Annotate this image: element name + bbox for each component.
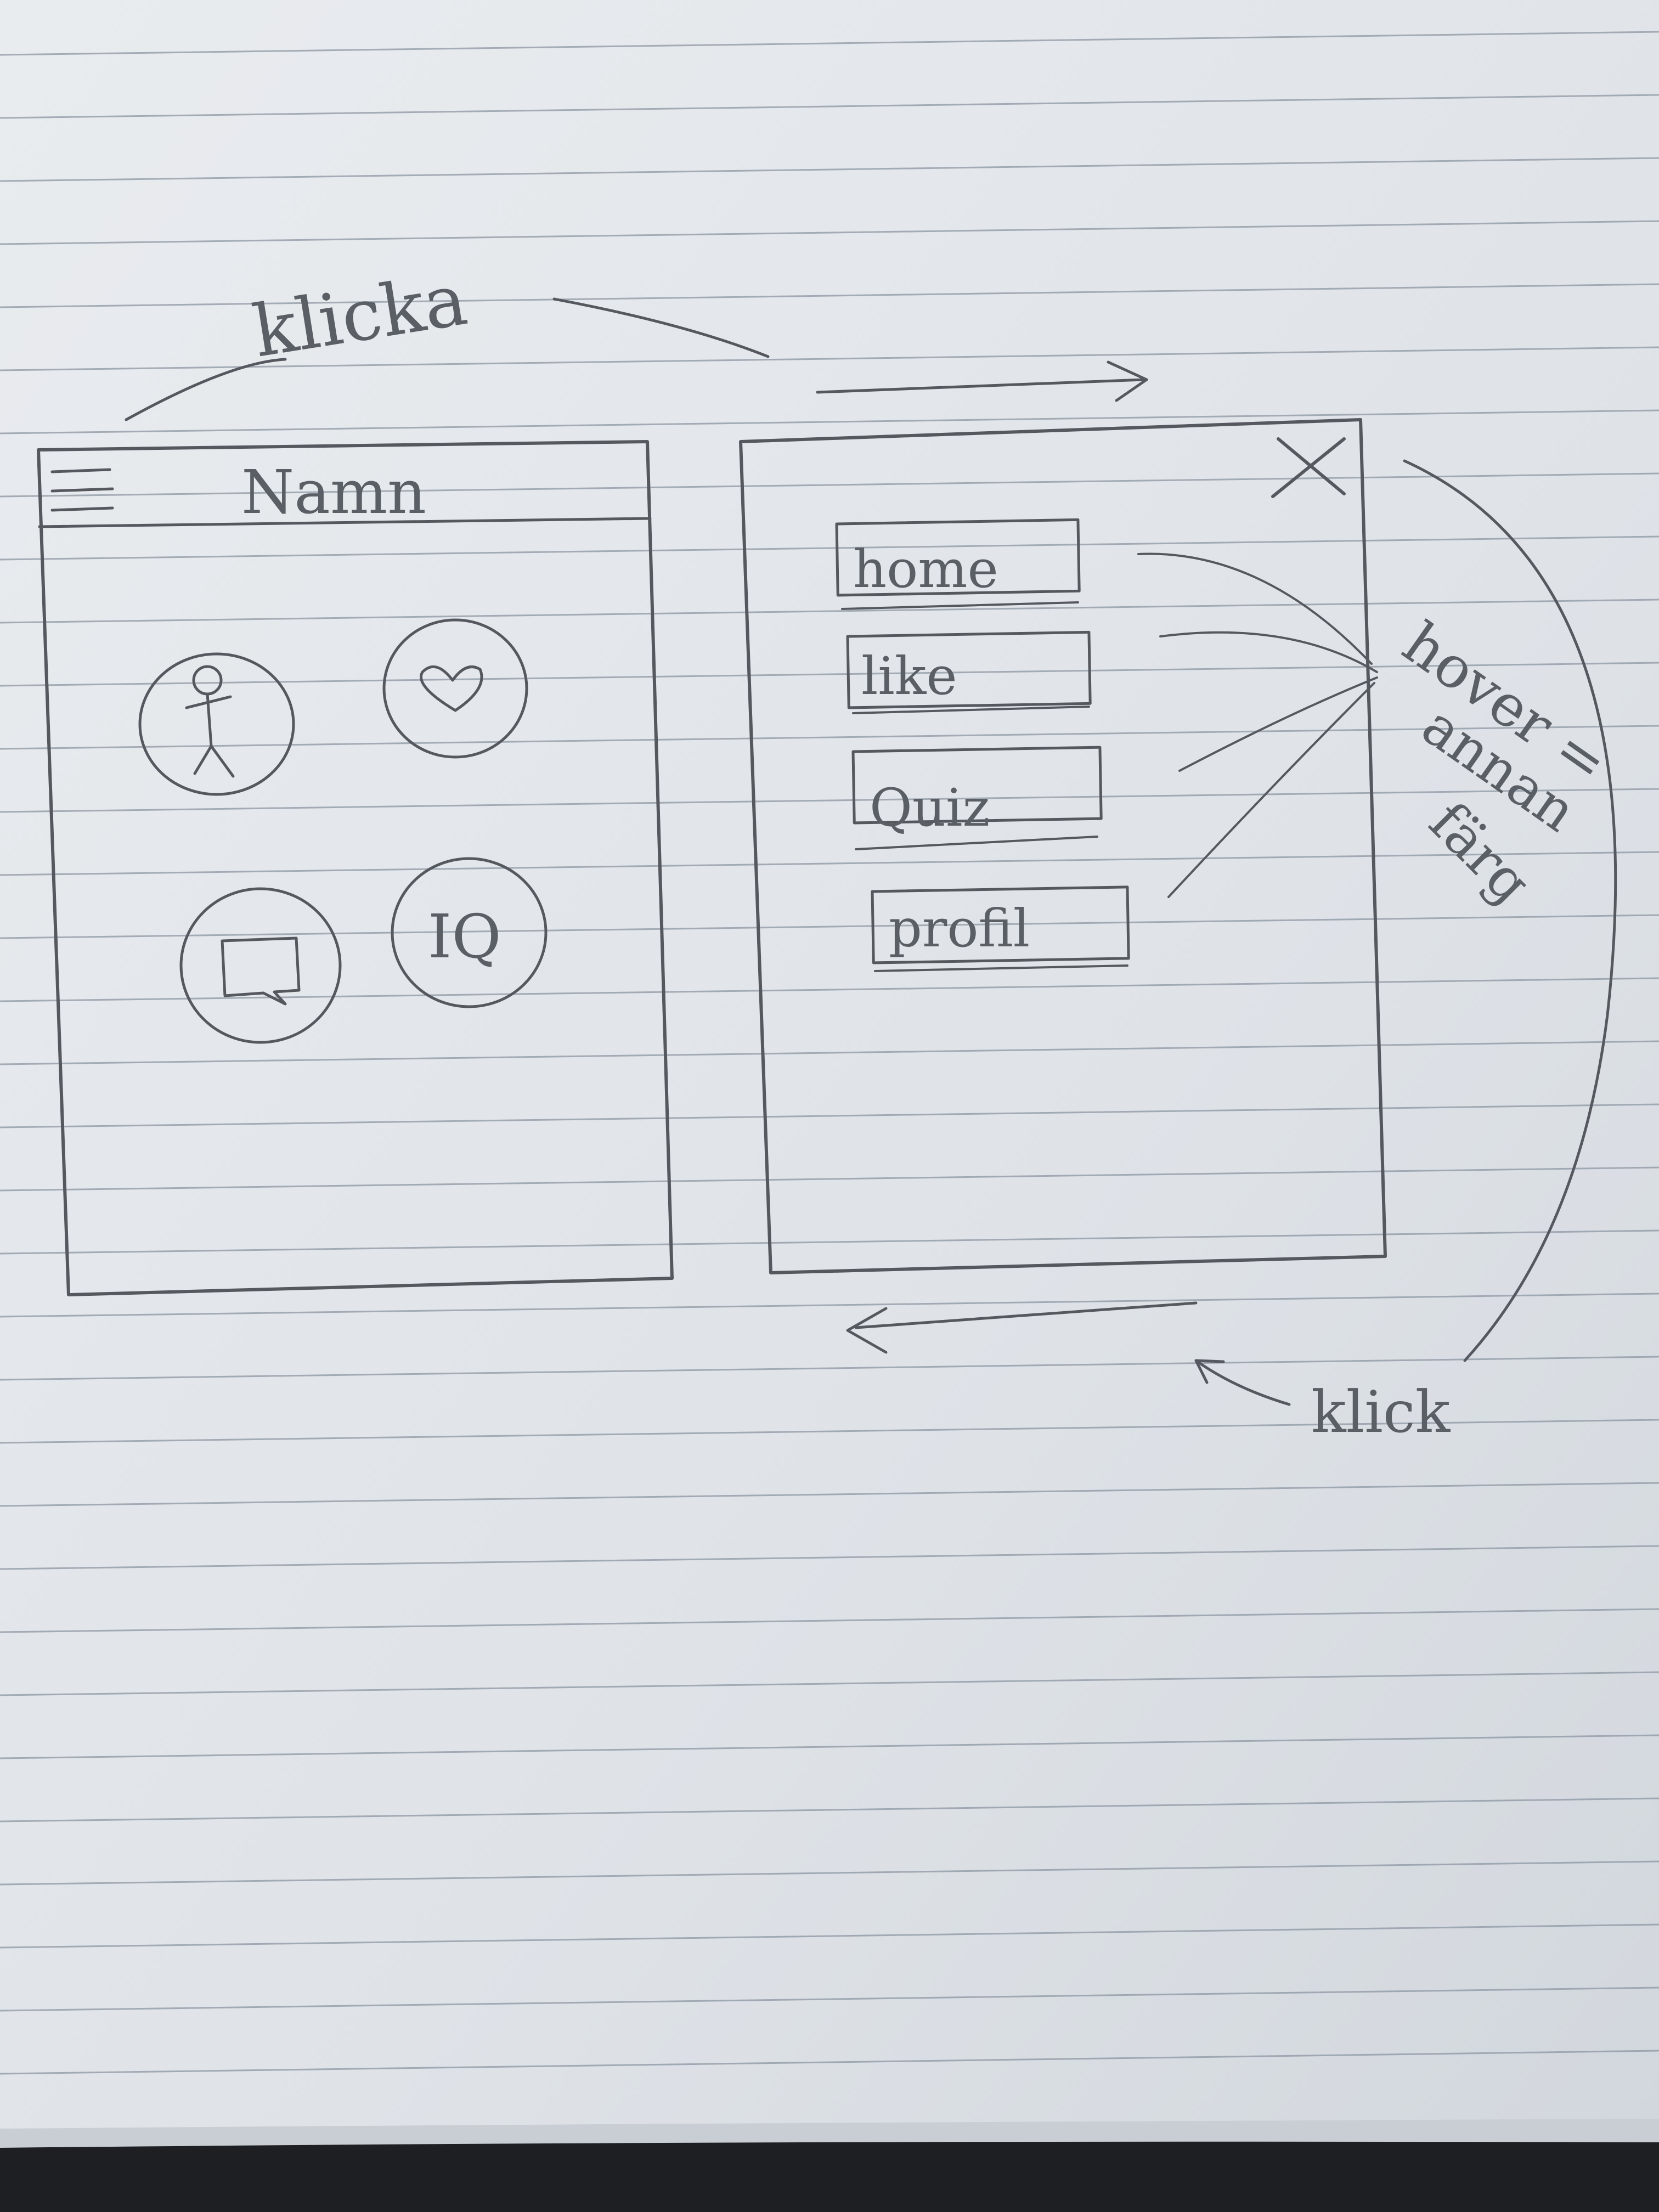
bottom-arrow: klick — [846, 459, 1617, 1446]
bottom-arrow-label: klick — [1311, 1379, 1451, 1446]
paper-edge — [0, 2119, 1659, 2148]
desk-background — [0, 2134, 1659, 2212]
ruled-lines — [0, 31, 1659, 2075]
ruled-line — [0, 1860, 1659, 1886]
ruled-line — [0, 1797, 1659, 1822]
heart-icon[interactable] — [382, 618, 528, 759]
ruled-line — [0, 220, 1659, 245]
ruled-line — [0, 1987, 1659, 2012]
ruled-line — [0, 409, 1659, 435]
iq-label: IQ — [428, 901, 501, 972]
menu-item-profil[interactable]: profil — [871, 885, 1130, 972]
menu-item-like[interactable]: like — [846, 630, 1092, 714]
ruled-line — [0, 94, 1659, 119]
ruled-line — [0, 1734, 1659, 1759]
ruled-line — [0, 2050, 1659, 2075]
ruled-line — [0, 599, 1659, 624]
hamburger-menu-icon[interactable] — [50, 468, 114, 512]
ruled-line — [0, 535, 1659, 561]
left-screen: Namn IQ — [37, 440, 674, 1296]
menu-item-home[interactable]: home — [835, 518, 1081, 610]
paper-background — [0, 0, 1659, 2140]
hover-callout-lines — [1137, 552, 1378, 898]
ruled-line — [0, 157, 1659, 182]
ruled-line — [0, 1040, 1659, 1065]
ruled-line — [0, 31, 1659, 56]
ruled-line — [0, 283, 1659, 308]
ruled-line — [0, 1482, 1659, 1507]
ruled-line — [0, 1671, 1659, 1696]
ruled-line — [0, 346, 1659, 371]
iq-icon[interactable]: IQ — [391, 857, 548, 1008]
menu-item-quiz-label: Quiz — [870, 778, 990, 838]
ruled-line — [0, 1229, 1659, 1255]
right-screen: home like Quiz profil — [739, 418, 1387, 1274]
ruled-line — [0, 977, 1659, 1002]
ruled-line — [0, 1356, 1659, 1381]
ruled-line — [0, 914, 1659, 939]
close-icon[interactable] — [1271, 437, 1346, 498]
ruled-line — [0, 1608, 1659, 1633]
menu-item-profil-label: profil — [889, 899, 1030, 959]
menu-item-like-label: like — [861, 646, 957, 707]
ruled-line — [0, 1923, 1659, 1949]
chat-icon[interactable] — [179, 887, 342, 1044]
ruled-line — [0, 851, 1659, 876]
ruled-line — [0, 1545, 1659, 1570]
menu-item-home-label: home — [853, 539, 998, 600]
ruled-line — [0, 1293, 1659, 1318]
person-icon[interactable] — [138, 652, 295, 796]
ruled-line — [0, 472, 1659, 498]
ruled-line — [0, 1419, 1659, 1444]
ruled-line — [0, 725, 1659, 750]
header-title: Namn — [241, 457, 426, 527]
ruled-line — [0, 788, 1659, 813]
right-screen-frame — [739, 418, 1387, 1274]
left-screen-frame — [37, 440, 674, 1296]
menu-item-quiz[interactable]: Quiz — [851, 746, 1103, 850]
